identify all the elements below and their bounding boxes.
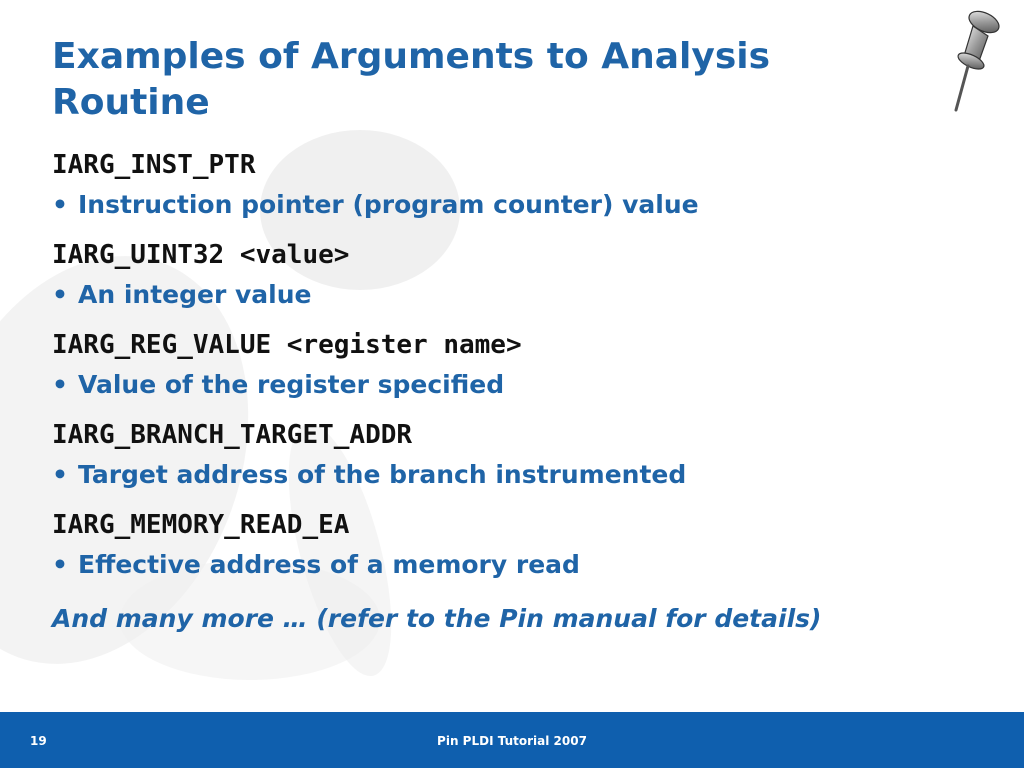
argument-code: IARG_BRANCH_TARGET_ADDR (52, 420, 413, 450)
argument-code: IARG_INST_PTR (52, 150, 256, 180)
argument-code: IARG_MEMORY_READ_EA (52, 510, 350, 540)
background-shape (260, 130, 460, 290)
argument-description: • Target address of the branch instrumen… (52, 458, 972, 492)
bullet-icon: • (52, 550, 68, 579)
argument-description-text: Value of the register specified (78, 370, 505, 399)
slide-title: Examples of Arguments to Analysis Routin… (52, 36, 771, 123)
argument-entry: IARG_MEMORY_READ_EA • Effective address … (52, 508, 972, 582)
bullet-icon: • (52, 460, 68, 489)
argument-description: • Instruction pointer (program counter) … (52, 188, 972, 222)
argument-description: • Value of the register specified (52, 368, 972, 402)
pushpin-icon (954, 10, 1000, 112)
argument-entry: IARG_UINT32 <value> • An integer value (52, 238, 972, 312)
footer-bar: 19 Pin PLDI Tutorial 2007 (0, 712, 1024, 768)
argument-description-text: An integer value (78, 280, 312, 309)
footnote: And many more … (refer to the Pin manual… (52, 604, 822, 633)
argument-description-text: Target address of the branch instrumente… (78, 460, 687, 489)
argument-entry: IARG_REG_VALUE <register name> • Value o… (52, 328, 972, 402)
argument-list: IARG_INST_PTR • Instruction pointer (pro… (52, 148, 972, 633)
argument-description: • An integer value (52, 278, 972, 312)
argument-entry: IARG_BRANCH_TARGET_ADDR • Target address… (52, 418, 972, 492)
bullet-icon: • (52, 280, 68, 309)
footer-text: Pin PLDI Tutorial 2007 (437, 734, 587, 748)
argument-code: IARG_UINT32 <value> (52, 240, 350, 270)
argument-description-text: Effective address of a memory read (78, 550, 580, 579)
argument-description-text: Instruction pointer (program counter) va… (78, 190, 699, 219)
bullet-icon: • (52, 370, 68, 399)
page-number: 19 (30, 734, 47, 748)
argument-code: IARG_REG_VALUE <register name> (52, 330, 522, 360)
argument-description: • Effective address of a memory read (52, 548, 972, 582)
argument-entry: IARG_INST_PTR • Instruction pointer (pro… (52, 148, 972, 222)
bullet-icon: • (52, 190, 68, 219)
